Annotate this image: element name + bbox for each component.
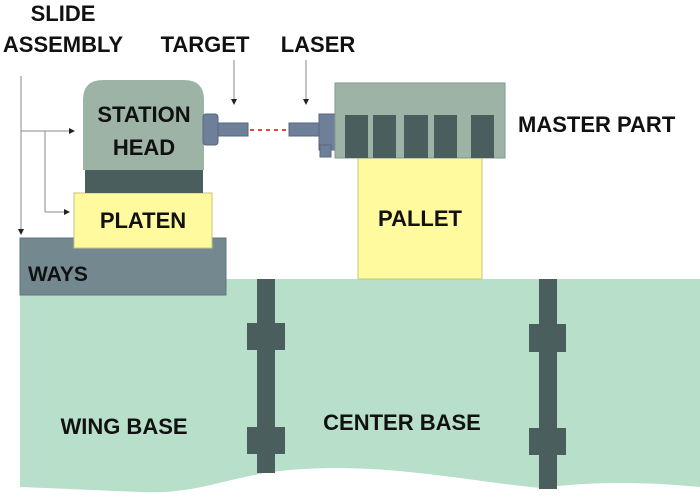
platen-block <box>73 192 213 249</box>
slide-assembly-leaders <box>18 76 75 235</box>
base <box>20 279 700 493</box>
label-slide: SLIDE <box>31 1 96 26</box>
label-wing-base: WING BASE <box>60 414 187 439</box>
label-head: HEAD <box>113 135 175 160</box>
laser-fixture <box>288 113 336 158</box>
label-pallet: PALLET <box>378 206 462 231</box>
station-head-block <box>83 80 204 170</box>
pallet-block <box>357 157 483 280</box>
master-part-slots <box>345 115 494 158</box>
label-laser: LASER <box>281 32 356 57</box>
label-station: STATION <box>97 102 190 127</box>
station-head-base <box>85 169 203 193</box>
target-fixture <box>202 113 249 146</box>
joint-bolt-right <box>529 279 566 489</box>
label-center-base: CENTER BASE <box>323 410 481 435</box>
label-master-part: MASTER PART <box>518 112 676 137</box>
label-platen: PLATEN <box>100 208 186 233</box>
joint-bolt-left <box>247 279 285 473</box>
label-target: TARGET <box>161 32 250 57</box>
label-ways: WAYS <box>28 263 88 286</box>
label-assembly: ASSEMBLY <box>3 32 124 57</box>
